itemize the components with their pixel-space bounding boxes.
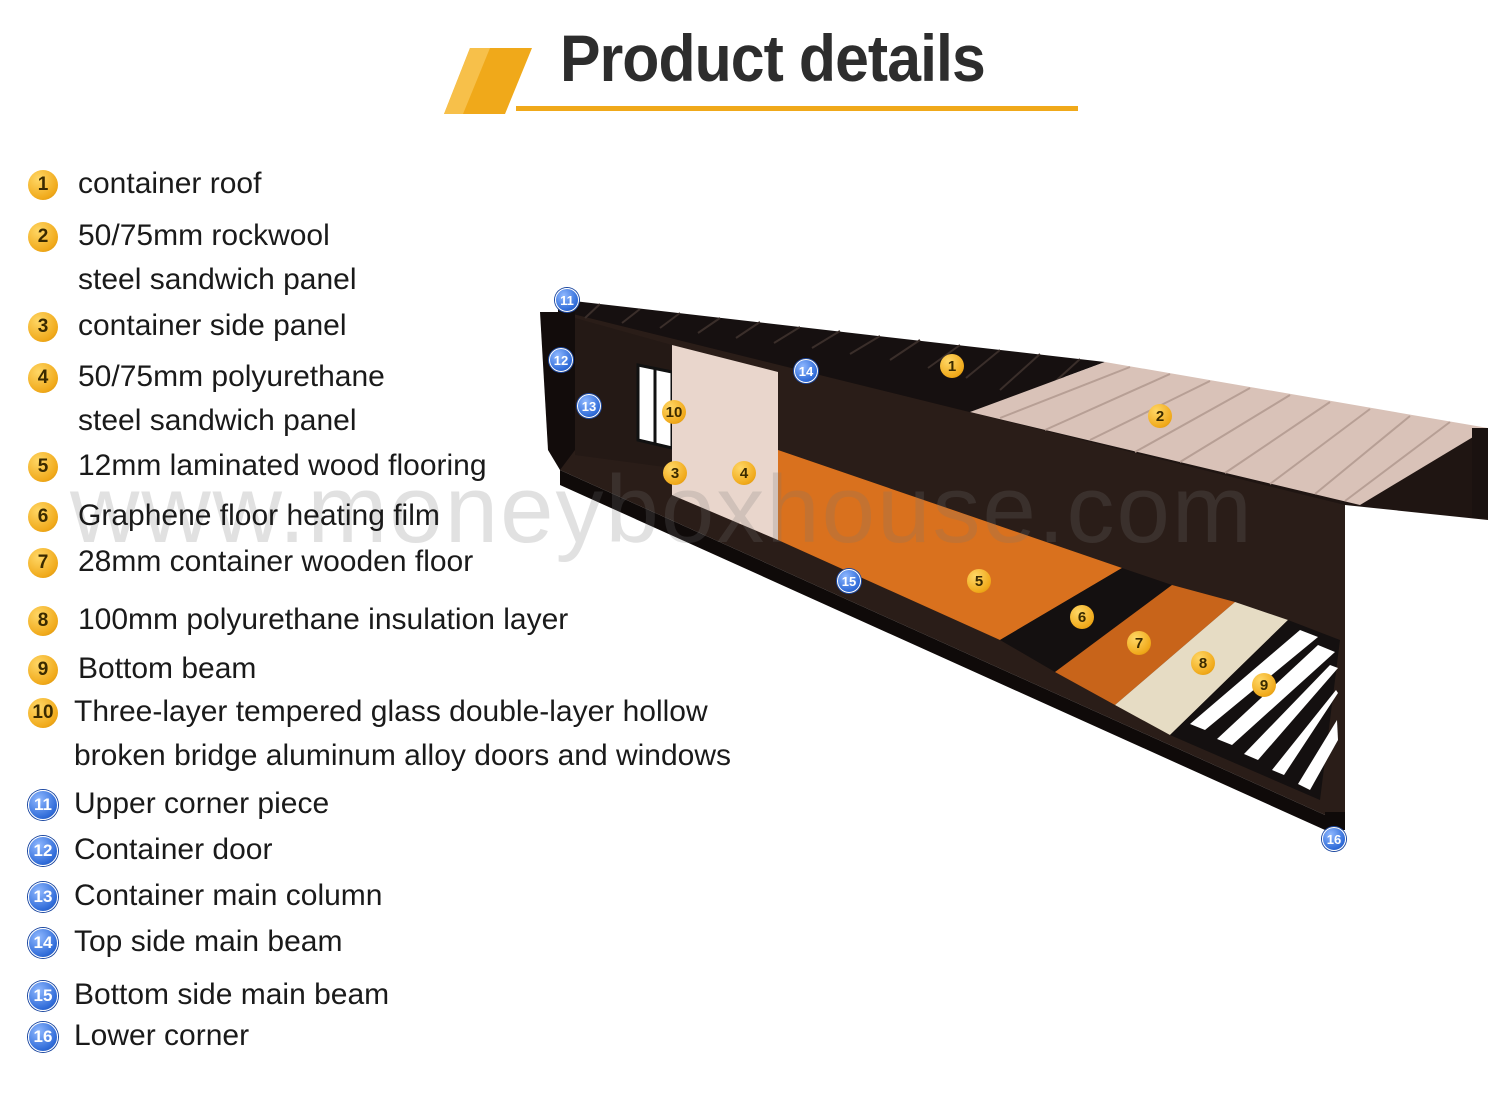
- bottom-side-beam: [560, 470, 1345, 830]
- legend-text-line: 50/75mm polyurethane: [78, 360, 385, 393]
- legend-text-line: container side panel: [78, 309, 347, 342]
- diagram-marker-12: 12: [549, 348, 573, 372]
- laminated-wood-floor: [778, 450, 1122, 640]
- legend-text: Lower corner: [74, 1014, 249, 1058]
- diagram-marker-13: 13: [577, 394, 601, 418]
- roof-panel-seams: [999, 366, 1451, 502]
- legend-text-line: container roof: [78, 167, 262, 200]
- legend-number-badge: 13: [28, 882, 58, 912]
- header-decoration: [444, 48, 1078, 114]
- legend-text: 50/75mm rockwool steel sandwich panel: [78, 214, 357, 301]
- legend-number-badge: 12: [28, 836, 58, 866]
- legend-text-line: 28mm container wooden floor: [78, 545, 474, 578]
- legend-number-badge: 9: [28, 655, 58, 685]
- page-title: Product details: [560, 21, 986, 95]
- header-underline: [516, 106, 1078, 111]
- legend-text: 100mm polyurethane insulation layer: [78, 598, 568, 642]
- legend-text-line: Container main column: [74, 879, 383, 912]
- legend-text: Graphene floor heating film: [78, 494, 440, 538]
- legend-number-badge: 1: [28, 170, 58, 200]
- legend-text-line: steel sandwich panel: [78, 403, 357, 437]
- legend-text: Top side main beam: [74, 920, 342, 964]
- legend-number-badge: 14: [28, 928, 58, 958]
- legend-number-badge: 3: [28, 312, 58, 342]
- diagram-marker-4: 4: [732, 461, 756, 485]
- legend: 1 container roof 2 50/75mm rockwool steel sa…: [28, 0, 848, 1100]
- legend-text: Bottom beam: [78, 647, 256, 691]
- legend-text-line: Bottom beam: [78, 652, 257, 685]
- diagram-marker-5: 5: [967, 569, 991, 593]
- diagram-marker-7: 7: [1127, 631, 1151, 655]
- legend-text-line: steel sandwich panel: [78, 262, 357, 296]
- legend-text: 28mm container wooden floor: [78, 540, 473, 584]
- legend-number-badge: 2: [28, 222, 58, 252]
- legend-number-badge: 6: [28, 502, 58, 532]
- polyurethane-panel: [672, 345, 778, 540]
- legend-text-line: Three-layer tempered glass double-layer …: [74, 695, 708, 728]
- rockwool-roof-panel: [970, 362, 1488, 505]
- legend-number-badge: 11: [28, 790, 58, 820]
- legend-text: Bottom side main beam: [74, 973, 389, 1017]
- diagram-marker-8: 8: [1191, 651, 1215, 675]
- legend-number-badge: 10: [28, 698, 58, 728]
- legend-text-line: Top side main beam: [74, 925, 343, 958]
- legend-text-line: Upper corner piece: [74, 787, 330, 820]
- watermark: www.moneyboxhouse.com: [70, 456, 1254, 563]
- diagram-marker-14: 14: [794, 359, 818, 383]
- legend-text: Upper corner piece: [74, 782, 329, 826]
- lower-corner-piece: [1325, 812, 1345, 830]
- diagram-marker-15: 15: [837, 569, 861, 593]
- legend-text-line: Graphene floor heating film: [78, 499, 440, 532]
- legend-number-badge: 7: [28, 548, 58, 578]
- header-accent-highlight: [444, 48, 490, 114]
- roof-corrugation: [584, 303, 1081, 401]
- legend-text-line: 100mm polyurethane insulation layer: [78, 603, 569, 636]
- diagram-marker-11: 11: [555, 288, 579, 312]
- legend-text: Container door: [74, 828, 272, 872]
- legend-text: Container main column: [74, 874, 382, 918]
- legend-text-line: 50/75mm rockwool: [78, 219, 330, 252]
- diagram-marker-6: 6: [1070, 605, 1094, 629]
- diagram-marker-2: 2: [1148, 404, 1172, 428]
- diagram-marker-1: 1: [940, 354, 964, 378]
- legend-number-badge: 16: [28, 1022, 58, 1052]
- legend-text: Three-layer tempered glass double-layer …: [74, 690, 731, 777]
- legend-number-badge: 5: [28, 452, 58, 482]
- diagram-marker-3: 3: [663, 461, 687, 485]
- legend-text-line: 12mm laminated wood flooring: [78, 449, 487, 482]
- diagram-marker-16: 16: [1322, 827, 1346, 851]
- legend-text-line: broken bridge aluminum alloy doors and w…: [74, 738, 732, 772]
- legend-text-line: Container door: [74, 833, 273, 866]
- diagram-marker-10: 10: [662, 400, 686, 424]
- diagram-marker-9: 9: [1252, 673, 1276, 697]
- legend-text: container roof: [78, 162, 261, 206]
- legend-number-badge: 15: [28, 981, 58, 1011]
- container-roof: [565, 300, 1105, 412]
- legend-text: 12mm laminated wood flooring: [78, 444, 487, 488]
- legend-text: 50/75mm polyurethane steel sandwich panel: [78, 355, 385, 442]
- legend-text-line: Lower corner: [74, 1019, 250, 1052]
- legend-text-line: Bottom side main beam: [74, 978, 390, 1011]
- legend-number-badge: 4: [28, 363, 58, 393]
- legend-text: container side panel: [78, 304, 347, 348]
- legend-number-badge: 8: [28, 606, 58, 636]
- far-corner-post: [1472, 428, 1488, 518]
